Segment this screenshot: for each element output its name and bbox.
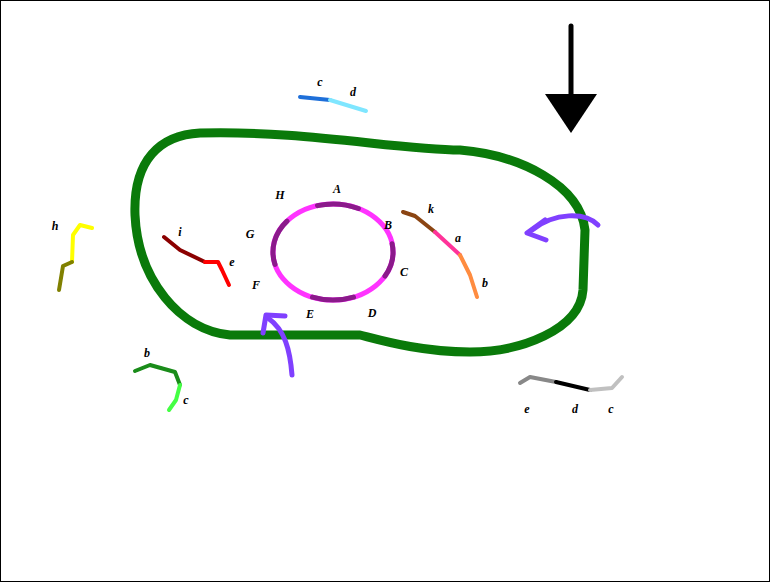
dna-segment (273, 221, 287, 264)
fragment-letter: b (482, 277, 488, 289)
dna-segment (313, 297, 354, 300)
fragment-letter: c (317, 76, 322, 88)
fragment-letter: i (178, 226, 181, 238)
fragment-letter: e (524, 403, 529, 415)
dna-fragment (435, 232, 460, 255)
fragment-letter: B (384, 219, 392, 231)
fragment-letter: G (246, 228, 255, 240)
fragment-letter: d (572, 403, 578, 415)
arrow-head (545, 94, 597, 133)
fragment-letter: c (608, 403, 613, 415)
fragment-letter: b (144, 347, 150, 359)
fragment-letter: c (183, 394, 188, 406)
entry-arrow-head (263, 315, 285, 333)
fragment-letter: H (275, 189, 284, 201)
fragment-letter: F (252, 279, 260, 291)
dna-fragment (164, 237, 205, 262)
dna-segment (318, 204, 359, 209)
fragment-letter: a (455, 232, 461, 244)
fragment-letter: k (428, 203, 434, 215)
dna-segment (385, 244, 393, 276)
fragment-letter: C (400, 266, 408, 278)
fragment-letter: d (350, 86, 356, 98)
dna-fragment (403, 212, 435, 232)
dna-fragment (520, 377, 556, 383)
fragment-letter: D (368, 307, 377, 319)
dna-fragment (300, 97, 330, 100)
dna-fragment (205, 262, 229, 285)
cell-membrane (135, 133, 585, 352)
entry-arrow-head (527, 220, 546, 240)
dna-fragment (135, 365, 180, 385)
fragment-letter: e (229, 256, 234, 268)
fragment-letter: h (52, 220, 59, 232)
dna-fragment (460, 255, 477, 297)
fragment-letter: E (306, 308, 314, 320)
dna-fragment (556, 382, 590, 390)
fragment-letter: A (333, 183, 341, 195)
dna-fragment (590, 377, 622, 390)
entry-arrow (268, 318, 292, 375)
dna-fragment (330, 100, 366, 111)
dna-fragment (72, 225, 92, 262)
dna-fragment (59, 262, 72, 290)
dna-fragment (169, 385, 180, 410)
arrow-shaft (569, 26, 574, 100)
circular-dna (273, 204, 393, 300)
